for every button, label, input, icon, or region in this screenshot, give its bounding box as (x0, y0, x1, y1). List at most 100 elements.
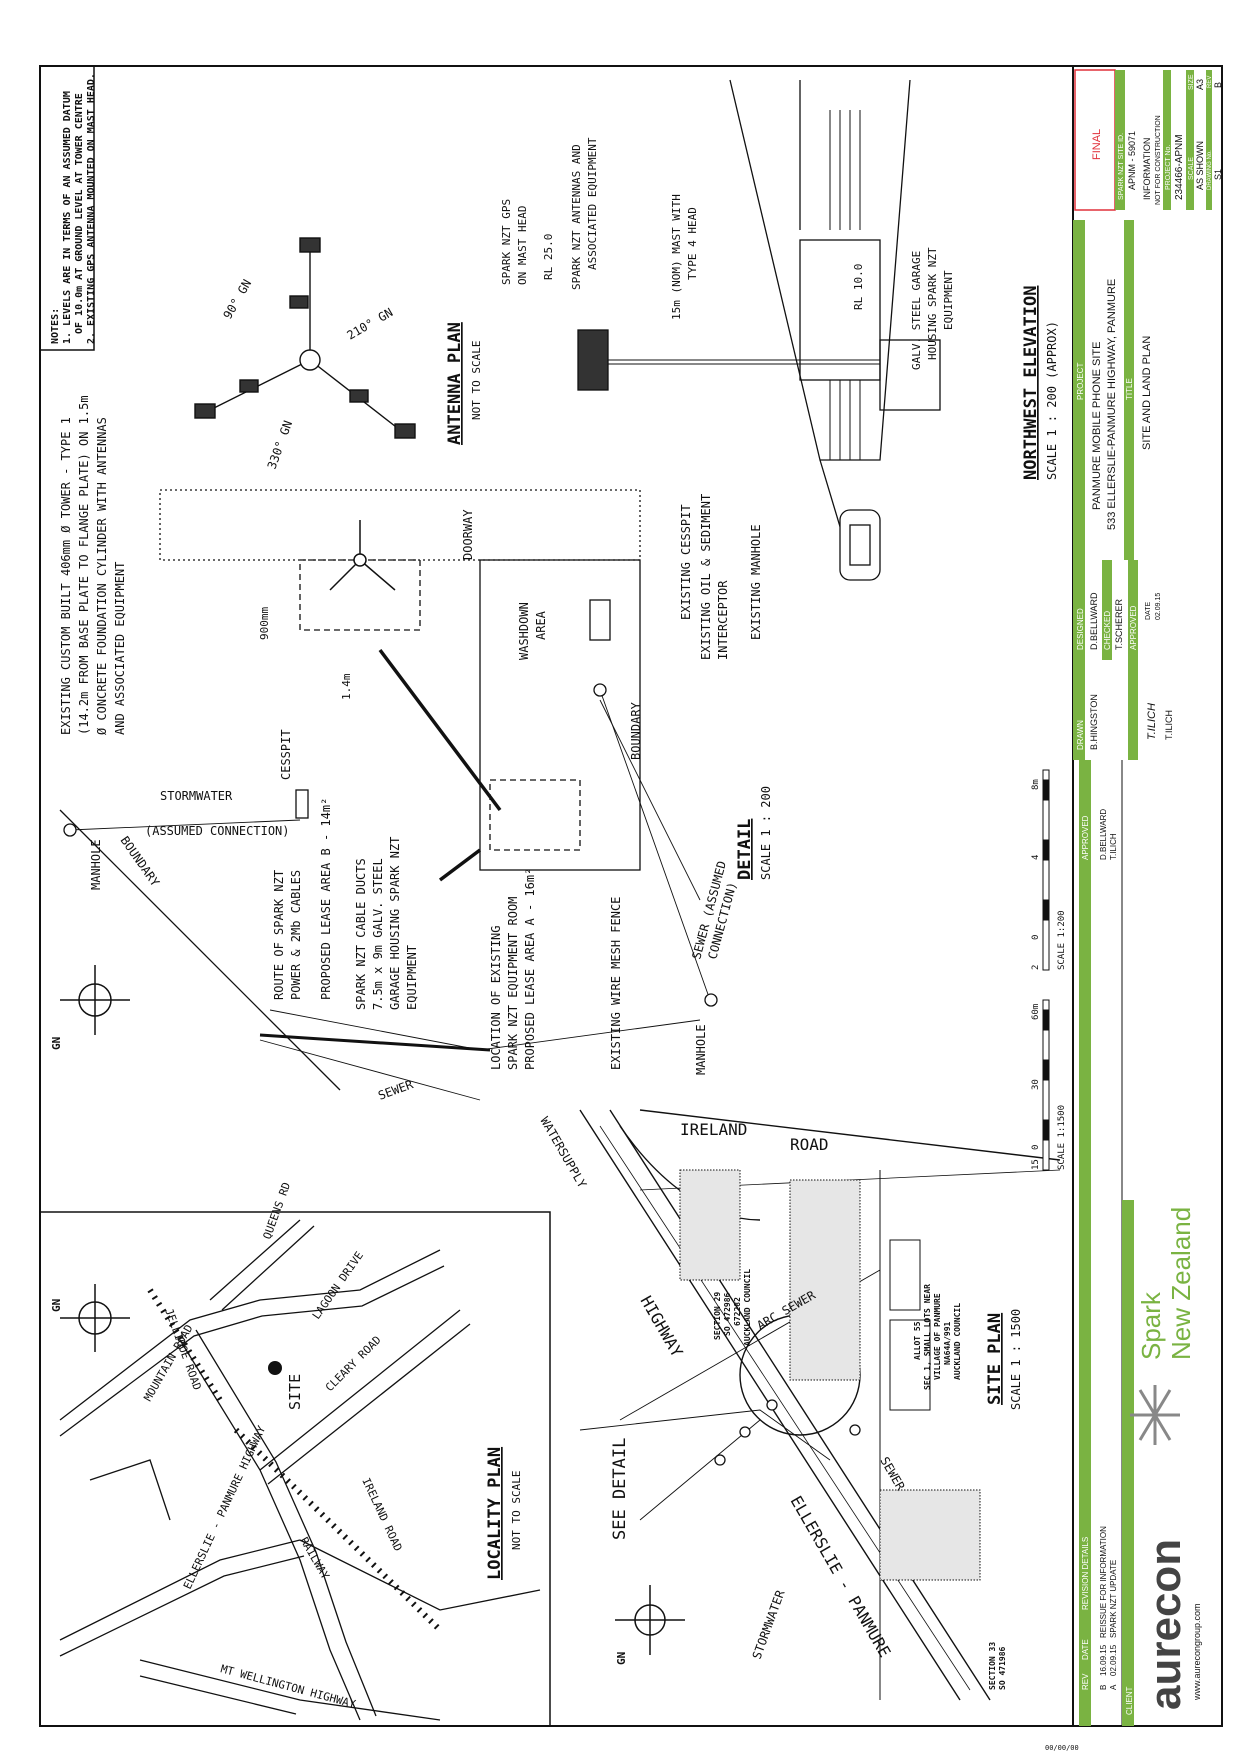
revision-row: A 02.09.15 SPARK NZT UPDATE T.ILICH (1109, 833, 1118, 1690)
locality-road (179, 1339, 361, 1721)
svg-text:SPARK NZT EQUIPMENT ROOM: SPARK NZT EQUIPMENT ROOM (506, 897, 520, 1070)
client-name-line1: Spark (1136, 1291, 1166, 1360)
date-value: 02.09.15 (1155, 593, 1162, 620)
notes-line2: OF 10.0m AT GROUND LEVEL AT TOWER CENTRE (74, 93, 85, 334)
detail-route-label: ROUTE OF SPARK NZT POWER & 2Mb CABLES (272, 870, 303, 1000)
stormwater-line (639, 1419, 761, 1521)
svg-text:T.ILICH: T.ILICH (1109, 833, 1118, 860)
detail-fence-label: EXISTING WIRE MESH FENCE (609, 897, 623, 1070)
aurecon-website: www.aurecongroup.com (1192, 1603, 1202, 1701)
rev-value: B (1213, 82, 1223, 88)
lease-area-b (299, 559, 421, 631)
svg-text:SPARK NZT ANTENNAS AND: SPARK NZT ANTENNAS AND (570, 144, 583, 290)
cable-duct-stub (438, 848, 482, 882)
elevation-title: NORTHWEST ELEVATION (1021, 286, 1041, 480)
cesspit-symbol (295, 789, 309, 819)
svg-text:7.5m x 9m GALV. STEEL: 7.5m x 9m GALV. STEEL (371, 858, 385, 1010)
svg-text:GARAGE HOUSING SPARK NZT: GARAGE HOUSING SPARK NZT (388, 837, 402, 1010)
client-header-bar (1122, 1200, 1134, 1726)
detail-manhole3-label: EXISTING MANHOLE (749, 524, 763, 640)
svg-text:ON MAST HEAD: ON MAST HEAD (516, 206, 529, 285)
site-plan-buildings (679, 1169, 981, 1581)
not-for-construction-label: NOT FOR CONSTRUCTION (1155, 115, 1162, 205)
approved-label: APPROVED (1129, 605, 1138, 650)
svg-text:NA64A/991: NA64A/991 (943, 1321, 952, 1365)
client-label: CLIENT (1125, 1686, 1134, 1715)
svg-text:REISSUE FOR INFORMATION: REISSUE FOR INFORMATION (1099, 1526, 1108, 1638)
detail-sewer-label: SEWER (376, 1077, 415, 1103)
checked-header-bar (1102, 560, 1112, 660)
svg-text:EXISTING OIL & SEDIMENT: EXISTING OIL & SEDIMENT (699, 494, 713, 660)
detail-fence-line (269, 1009, 701, 1051)
sewer-label-site: SEWER (877, 1455, 908, 1494)
rev-label: REV (1207, 76, 1213, 88)
aurecon-logo: aurecon (1141, 1539, 1190, 1710)
svg-text:INTERCEPTOR: INTERCEPTOR (716, 580, 730, 660)
detail-sewer-assumed-line (599, 689, 711, 1001)
svg-text:SPARK NZT GPS: SPARK NZT GPS (500, 199, 513, 285)
title-label: TITLE (1125, 378, 1134, 400)
scale-bar1-tick-0: 0 (1031, 1145, 1041, 1150)
detail-dim-14: 1.4m (340, 673, 353, 700)
locality-road-queens: QUEENS RD (261, 1181, 294, 1241)
equipment-cabinet (879, 339, 941, 411)
locality-road (221, 1225, 315, 1311)
svg-text:LOCATION OF EXISTING: LOCATION OF EXISTING (489, 926, 503, 1071)
site-north-label: GN (615, 1652, 628, 1665)
detail-boundary2-label: BOUNDARY (629, 701, 643, 760)
scale-label: SCALE (1188, 157, 1195, 180)
checked-label: CHECKED (1103, 611, 1112, 650)
detail-location-label: LOCATION OF EXISTING SPARK NZT EQUIPMENT… (489, 868, 537, 1070)
elevation-drawing (577, 79, 941, 561)
locality-road (209, 1219, 301, 1301)
svg-text:AUCKLAND COUNCIL: AUCKLAND COUNCIL (743, 1269, 752, 1346)
section33-label: SECTION 33 SO 471986 (988, 1642, 1007, 1690)
locality-road-wellington: MT WELLINGTON HIGHWAY (219, 1662, 357, 1711)
svg-text:SO 471986: SO 471986 (998, 1646, 1007, 1690)
elevation-gps-label: SPARK NZT GPS ON MAST HEAD (500, 199, 529, 285)
elevation-garage-label: GALV. STEEL GARAGE HOUSING SPARK NZT EQU… (910, 247, 955, 370)
locality-north-arrow-icon (60, 1284, 130, 1352)
designed-value: D.BELLWARD (1089, 592, 1099, 650)
detail-north-label: GN (50, 1037, 63, 1050)
locality-road (195, 1329, 377, 1717)
notes-line1: 1. LEVELS ARE IN TERMS OF AN ASSUMED DAT… (62, 91, 73, 344)
antenna-plan-subtitle: NOT TO SCALE (470, 341, 483, 420)
detail-manhole2-label: MANHOLE (694, 1024, 708, 1075)
site-id-value: APNM - 59071 (1127, 131, 1137, 190)
lease-area-a (489, 779, 581, 851)
ireland-road-edge (639, 1109, 1061, 1161)
building-section29 (679, 1169, 741, 1281)
svg-text:HOUSING SPARK NZT: HOUSING SPARK NZT (926, 247, 939, 360)
detail-sewer-line (259, 1039, 481, 1101)
notes-box (39, 65, 95, 351)
final-status: FINAL (1091, 129, 1103, 160)
road-label: ROAD (790, 1135, 829, 1154)
detail-manhole2 (704, 993, 718, 1007)
project-no-header-bar (1163, 70, 1171, 210)
locality-site-label: SITE (286, 1374, 304, 1410)
locality-plan-subtitle: NOT TO SCALE (510, 1471, 523, 1550)
svg-text:ALLOT 55: ALLOT 55 (913, 1321, 922, 1360)
antenna-bearing-210: 210° GN (345, 305, 396, 342)
detail-north-arrow-icon (60, 965, 130, 1035)
drawn-header-bar (1073, 560, 1085, 760)
size-value: A3 (1195, 79, 1205, 90)
scale-bar1-tick-30: 30 (1031, 1079, 1041, 1090)
notes-line3: 2. EXISTING GPS ANTENNA MOUNTED ON MAST … (86, 73, 97, 344)
notes: NOTES: 1. LEVELS ARE IN TERMS OF AN ASSU… (50, 73, 97, 344)
svg-text:AREA: AREA (534, 610, 548, 640)
svg-text:B: B (1099, 1685, 1108, 1690)
detail-stormwater-line (69, 819, 301, 831)
drawn-value: B.HINGSTON (1089, 694, 1099, 750)
equipment-room (479, 559, 641, 871)
information-label: INFORMATION (1142, 138, 1152, 200)
site-id-label: SPARK NZT SITE ID. (1118, 133, 1125, 200)
locality-road (267, 1323, 471, 1485)
locality-road-lagoon: LAGOON DRIVE (310, 1249, 366, 1322)
locality-road (139, 1659, 441, 1721)
elevation-rl25: RL 25.0 (542, 234, 555, 280)
svg-text:POWER & 2Mb CABLES: POWER & 2Mb CABLES (289, 870, 303, 1000)
elevation-rl10: RL 10.0 (852, 264, 865, 310)
